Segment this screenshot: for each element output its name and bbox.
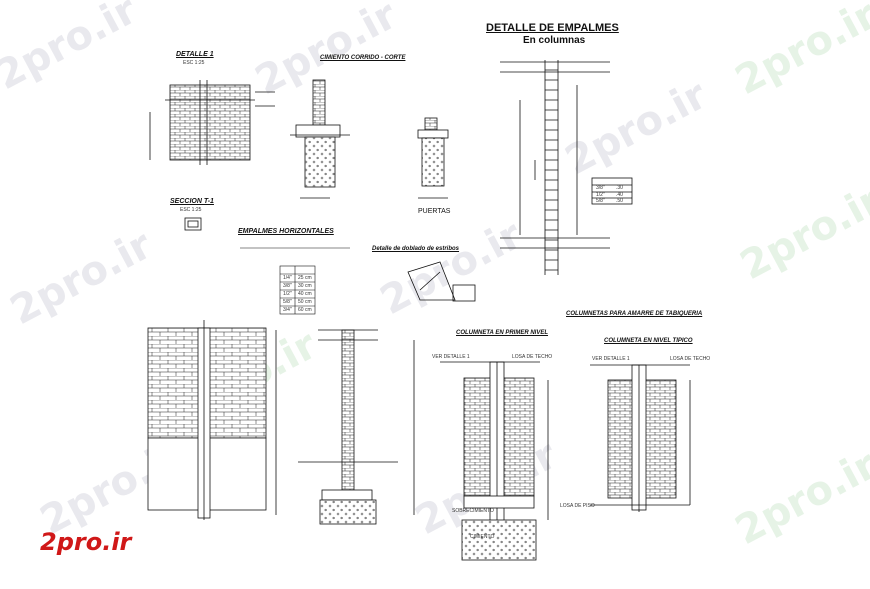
title-detalle-doblado: Detalle de doblado de estribos [372, 246, 460, 252]
seccion-t1-drawing [184, 217, 202, 231]
empalmes-cell: 1/2" [596, 192, 605, 198]
horizontal-cell: 25 cm [298, 275, 312, 281]
empalmes-cell: 3/8" [596, 185, 605, 191]
horizontal-cell: 3/8" [283, 283, 292, 289]
label-cimiento: CIMIENTO [470, 534, 495, 540]
cimiento-corrido-drawing [290, 79, 449, 199]
title-columneta-tipico: COLUMNETA EN NIVEL TIPICO [604, 338, 693, 344]
title-detalle-1: DETALLE 1 [176, 51, 214, 58]
label-sobrecimiento: SOBRECIMIENTO [452, 508, 494, 514]
empalmes-horizontales-table [240, 247, 350, 315]
label-ver-detalle-1: VER DETALLE 1 [432, 354, 470, 360]
horizontal-cell: 1/2" [283, 291, 292, 297]
title-empalmes-horizontales: EMPALMES HORIZONTALES [238, 228, 334, 235]
empalmes-cell: 5/8" [596, 198, 605, 204]
horizontal-cell: 40 cm [298, 291, 312, 297]
horizontal-cell: 60 cm [298, 307, 312, 313]
empalmes-cell: .40 [616, 192, 623, 198]
empalmes-cell: .30 [616, 185, 623, 191]
label-ver-detalle-1: VER DETALLE 1 [592, 356, 630, 362]
doblado-estribos-drawing [407, 261, 476, 302]
title-columneta-primer: COLUMNETA EN PRIMER NIVEL [456, 330, 549, 336]
horizontal-cell: 30 cm [298, 283, 312, 289]
columneta-tipico-drawing [590, 364, 691, 512]
column-section-drawing [298, 329, 415, 525]
label-losa-techo: LOSA DE TECHO [512, 354, 553, 360]
columneta-primer-drawing [440, 361, 549, 561]
horizontal-cell: 50 cm [298, 299, 312, 305]
title-cimiento-corrido: CIMIENTO CORRIDO - CORTE [320, 55, 406, 61]
scale-detalle-1: ESC 1:25 [183, 60, 205, 66]
title-columnetas-amarre: COLUMNETAS PARA AMARRE DE TABIQUERIA [566, 311, 703, 317]
horizontal-cell: 1/4" [283, 275, 292, 281]
horizontal-cell: 3/4" [283, 307, 292, 313]
horizontal-cell: 5/8" [283, 299, 292, 305]
label-losa-techo: LOSA DE TECHO [670, 356, 711, 362]
detalle-empalmes-drawing [500, 60, 633, 275]
scale-seccion: ESC 1:25 [180, 207, 202, 213]
brand-logo: 2pro.ir [40, 528, 132, 556]
label-losa-piso: LOSA DE PISO [560, 503, 595, 509]
wall-elevation-drawing [147, 320, 277, 520]
detalle-1-drawing [149, 80, 275, 165]
title-detalle-empalmes: DETALLE DE EMPALMES [486, 22, 619, 34]
empalmes-cell: .50 [616, 198, 623, 204]
title-seccion: SECCION T-1 [170, 198, 214, 205]
title-en-columnas: En columnas [523, 35, 586, 46]
label-puertas: PUERTAS [418, 208, 451, 215]
